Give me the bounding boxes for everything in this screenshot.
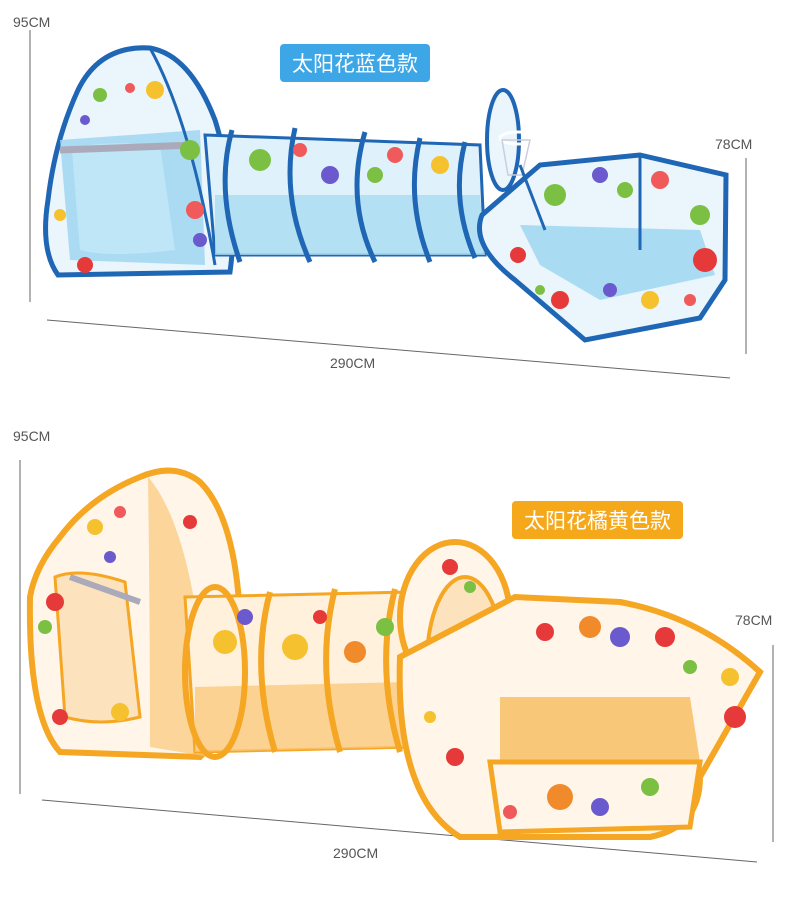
polka-dots [38,506,746,819]
orange-tent-illustration [19,460,774,863]
blue-variant-badge: 太阳花蓝色款 [280,44,430,82]
height-label-right: 78CM [735,612,773,628]
length-label: 290CM [330,355,376,371]
height-label-left: 95CM [13,428,51,444]
orange-variant-badge: 太阳花橘黄色款 [512,501,683,539]
basketball-hoop [485,88,538,192]
length-line [46,319,731,379]
length-line [41,799,758,863]
tunnel [203,127,487,264]
polka-dots [54,81,717,309]
pyramid-tent [43,45,236,278]
tunnel [182,584,417,760]
blue-product-section: 95CM 78CM 290CM 太阳花蓝色款 [0,0,790,400]
height-label-left: 95CM [13,14,51,30]
height-label-right: 78CM [715,136,753,152]
ball-pit [396,539,764,840]
orange-product-section: 95CM 78CM 290CM 太阳花橘黄色款 [0,417,790,917]
length-label: 290CM [333,845,379,861]
blue-tent-illustration [29,30,747,379]
